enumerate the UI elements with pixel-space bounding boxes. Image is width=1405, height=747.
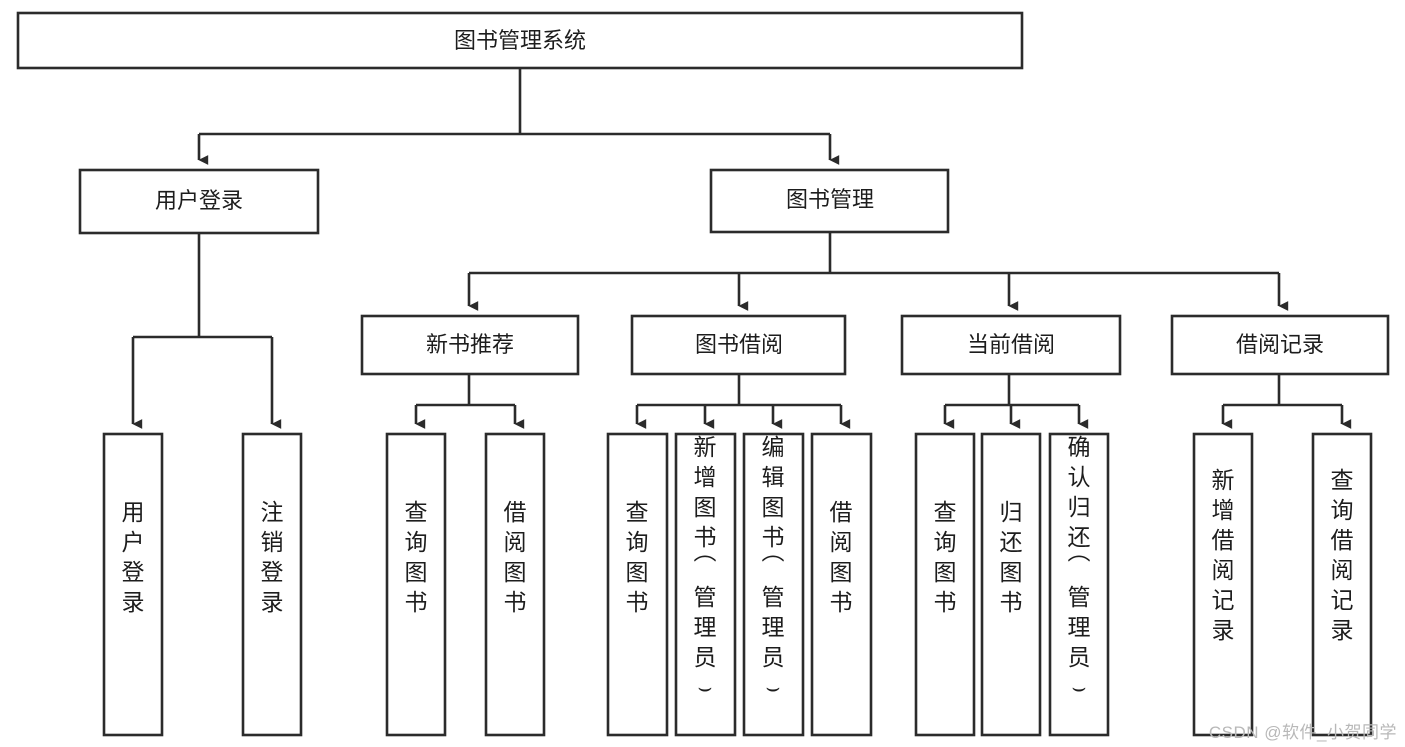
node-leaf-query-book-borrow-box[interactable] (606, 432, 669, 737)
node-user-login-box[interactable] (78, 168, 320, 235)
node-leaf-logout[interactable]: 注销登录 (241, 432, 303, 737)
node-leaf-user-login[interactable]: 用户登录 (102, 432, 164, 737)
node-book-management-box[interactable] (709, 168, 950, 234)
node-leaf-edit-book[interactable]: 编辑图书⌒管理员⌣ (742, 432, 805, 737)
node-borrow-record-box[interactable] (1170, 314, 1390, 376)
csdn-watermark: CSDN @软件_小贺同学 (1208, 723, 1397, 742)
node-leaf-borrow-book[interactable]: 借阅图书 (810, 432, 873, 737)
node-leaf-add-book[interactable]: 新增图书⌒管理员⌣ (674, 432, 737, 737)
node-leaf-query-borrow-record-label: 查询借阅记录 (1331, 467, 1354, 643)
node-leaf-logout-label: 注销登录 (261, 499, 284, 615)
node-leaf-query-book-current[interactable]: 查询图书 (914, 432, 976, 737)
node-leaf-borrow-book-label: 借阅图书 (830, 499, 853, 615)
node-book-management[interactable]: 图书管理 (709, 168, 950, 234)
node-leaf-add-borrow-record-label: 新增借阅记录 (1212, 467, 1235, 643)
node-leaf-logout-box[interactable] (241, 432, 303, 737)
node-current-borrow-box[interactable] (900, 314, 1122, 376)
node-new-book-recommend-label: 新书推荐 (426, 332, 514, 357)
node-leaf-query-book-borrow[interactable]: 查询图书 (606, 432, 669, 737)
node-leaf-return-book-label: 归还图书 (1000, 499, 1023, 615)
node-leaf-add-borrow-record[interactable]: 新增借阅记录 (1192, 432, 1254, 737)
node-leaf-query-borrow-record-box[interactable] (1311, 432, 1373, 737)
node-leaf-add-book-box[interactable] (674, 432, 737, 737)
node-user-login[interactable]: 用户登录 (78, 168, 320, 235)
node-borrow-record-label: 借阅记录 (1236, 332, 1324, 357)
node-leaf-borrow-book-recommend-label: 借阅图书 (504, 499, 527, 615)
node-book-borrow[interactable]: 图书借阅 (630, 314, 847, 376)
edge-group (131, 68, 1352, 429)
node-borrow-record[interactable]: 借阅记录 (1170, 314, 1390, 376)
node-book-borrow-box[interactable] (630, 314, 847, 376)
node-leaf-return-book[interactable]: 归还图书 (980, 432, 1042, 737)
node-leaf-confirm-return-label: 确认归还⌒管理员⌣ (1068, 434, 1091, 700)
node-leaf-return-book-box[interactable] (980, 432, 1042, 737)
node-leaf-user-login-box[interactable] (102, 432, 164, 737)
node-leaf-query-book-borrow-label: 查询图书 (626, 499, 649, 615)
node-book-management-label: 图书管理 (786, 187, 874, 212)
node-user-login-label: 用户登录 (155, 188, 243, 213)
node-root[interactable]: 图书管理系统 (16, 11, 1024, 70)
node-root-box[interactable] (16, 11, 1024, 70)
node-new-book-recommend[interactable]: 新书推荐 (360, 314, 580, 376)
node-leaf-query-book-recommend-box[interactable] (385, 432, 447, 737)
node-leaf-confirm-return-box[interactable] (1048, 432, 1110, 737)
node-leaf-query-book-recommend[interactable]: 查询图书 (385, 432, 447, 737)
node-leaf-edit-book-label: 编辑图书⌒管理员⌣ (762, 434, 785, 700)
node-current-borrow-label: 当前借阅 (967, 332, 1055, 357)
node-leaf-query-book-recommend-label: 查询图书 (405, 499, 428, 615)
node-leaf-query-borrow-record[interactable]: 查询借阅记录 (1311, 432, 1373, 737)
node-leaf-edit-book-box[interactable] (742, 432, 805, 737)
node-book-borrow-label: 图书借阅 (695, 332, 783, 357)
node-root-label: 图书管理系统 (454, 28, 586, 53)
node-leaf-add-book-label: 新增图书⌒管理员⌣ (694, 434, 717, 700)
node-leaf-confirm-return[interactable]: 确认归还⌒管理员⌣ (1048, 432, 1110, 737)
node-leaf-query-book-current-box[interactable] (914, 432, 976, 737)
node-leaf-borrow-book-recommend-box[interactable] (484, 432, 546, 737)
node-leaf-borrow-book-recommend[interactable]: 借阅图书 (484, 432, 546, 737)
node-leaf-query-book-current-label: 查询图书 (934, 499, 957, 615)
node-leaf-add-borrow-record-box[interactable] (1192, 432, 1254, 737)
node-new-book-recommend-box[interactable] (360, 314, 580, 376)
node-leaf-user-login-label: 用户登录 (122, 499, 145, 615)
node-leaf-borrow-book-box[interactable] (810, 432, 873, 737)
node-current-borrow[interactable]: 当前借阅 (900, 314, 1122, 376)
